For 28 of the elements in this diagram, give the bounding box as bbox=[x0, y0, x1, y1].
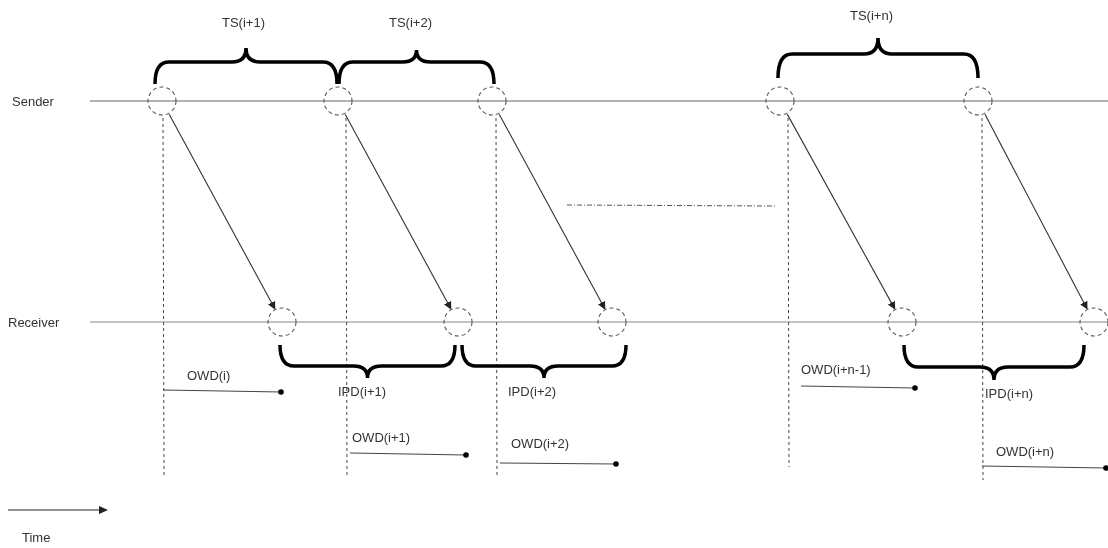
interval-label: TS(i+n) bbox=[850, 8, 893, 23]
interval-label: IPD(i+1) bbox=[338, 384, 387, 399]
dashed-circle bbox=[443, 307, 473, 337]
axis-label: Time bbox=[22, 530, 51, 545]
interval-label: IPD(i+n) bbox=[985, 386, 1034, 401]
dashed-circle bbox=[887, 307, 917, 337]
interval-label: IPD(i+2) bbox=[508, 384, 557, 399]
arrow bbox=[984, 113, 1088, 310]
dashed-circle bbox=[147, 86, 177, 116]
arrow bbox=[168, 113, 276, 310]
interval-label: OWD(i+2) bbox=[511, 436, 570, 451]
dashed-circle bbox=[963, 86, 993, 116]
arrow bbox=[498, 113, 606, 310]
timeline-label: Receiver bbox=[8, 315, 60, 330]
interval-label: OWD(i) bbox=[187, 368, 231, 383]
interval-label: TS(i+2) bbox=[389, 15, 432, 30]
arrow bbox=[344, 113, 452, 310]
interval-label: OWD(i+n) bbox=[996, 444, 1055, 459]
interval-label: OWD(i+1) bbox=[352, 430, 411, 445]
interval-label: TS(i+1) bbox=[222, 15, 265, 30]
interval-label: OWD(i+n-1) bbox=[801, 362, 871, 377]
dashed-circle bbox=[477, 86, 507, 116]
arrow bbox=[786, 113, 896, 310]
dashed-circle bbox=[323, 86, 353, 116]
dashed-circle bbox=[765, 86, 795, 116]
timeline-label: Sender bbox=[12, 94, 54, 109]
dashed-circle bbox=[267, 307, 297, 337]
dashed-circle bbox=[597, 307, 627, 337]
